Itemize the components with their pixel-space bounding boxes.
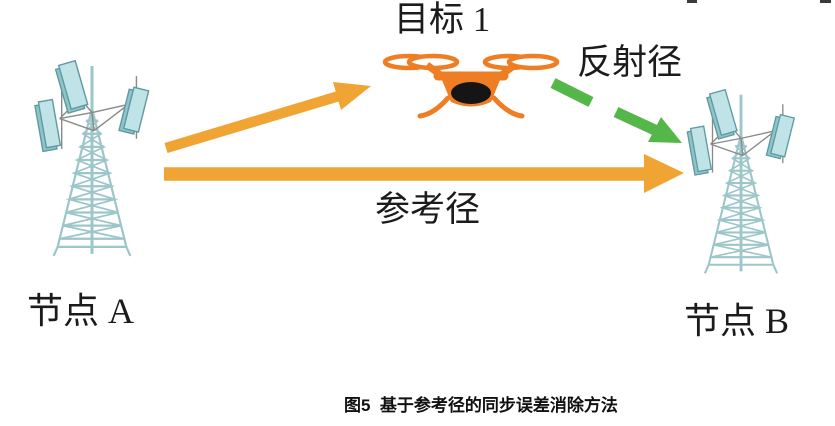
reflection-path-label: 反射径 xyxy=(577,43,683,82)
target-1-label: 目标 1 xyxy=(394,0,491,39)
drone-camera xyxy=(451,82,491,104)
incident-path-arrow xyxy=(164,82,371,154)
node-b-label: 节点 B xyxy=(684,301,790,341)
node-a-label: 节点 A xyxy=(27,291,134,331)
arrow-head xyxy=(644,154,684,193)
crop-artifact xyxy=(820,0,831,3)
tower-shape xyxy=(34,61,148,256)
arrow-head xyxy=(648,117,682,143)
arrow-dash xyxy=(550,78,594,107)
arrow-dash xyxy=(613,107,660,136)
drone-frame xyxy=(417,62,525,119)
drone-icon xyxy=(382,53,560,119)
drone-rotors xyxy=(382,53,560,71)
reference-path-label: 参考径 xyxy=(375,190,481,229)
node-b-cell-tower-icon xyxy=(684,86,798,282)
arrow-head xyxy=(333,82,371,110)
tower-shape xyxy=(687,90,794,274)
node-a-cell-tower-icon xyxy=(28,60,156,262)
reference-path-arrow xyxy=(164,154,684,193)
figure-caption: 图5 基于参考径的同步误差消除方法 xyxy=(344,396,618,415)
reflection-path-arrow xyxy=(550,78,682,143)
arrow-shaft xyxy=(164,90,341,154)
crop-artifact xyxy=(687,0,697,3)
